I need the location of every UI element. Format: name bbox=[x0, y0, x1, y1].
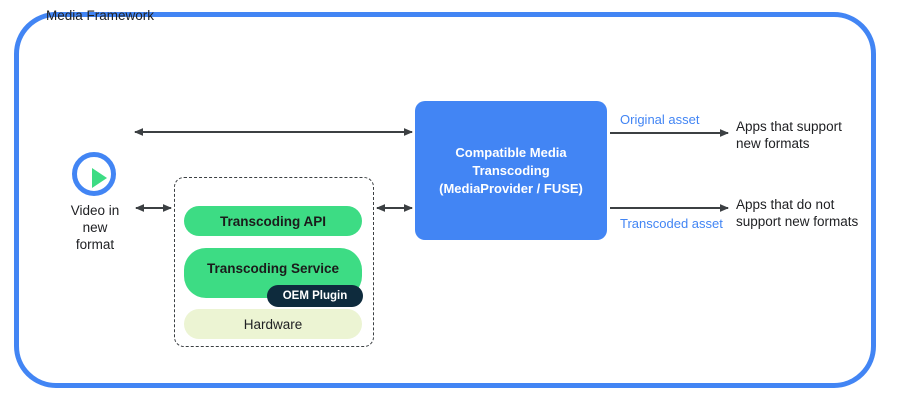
transcoding-api-block: Transcoding API bbox=[184, 206, 362, 236]
video-source-label: Video in new format bbox=[70, 203, 120, 252]
compatible-media-transcoding-box: Compatible Media Transcoding (MediaProvi… bbox=[415, 101, 607, 240]
hardware-block: Hardware bbox=[184, 309, 362, 339]
play-triangle-icon bbox=[92, 168, 107, 188]
transcoded-asset-label: Transcoded asset bbox=[620, 216, 723, 231]
original-asset-label: Original asset bbox=[620, 112, 700, 127]
apps-support-new-formats-label: Apps that support new formats bbox=[736, 119, 842, 151]
play-circle-icon bbox=[72, 152, 116, 196]
media-framework-title: Media Framework bbox=[45, 8, 155, 23]
oem-plugin-badge: OEM Plugin bbox=[267, 285, 363, 307]
apps-no-support-new-formats-label: Apps that do not support new formats bbox=[736, 197, 859, 229]
